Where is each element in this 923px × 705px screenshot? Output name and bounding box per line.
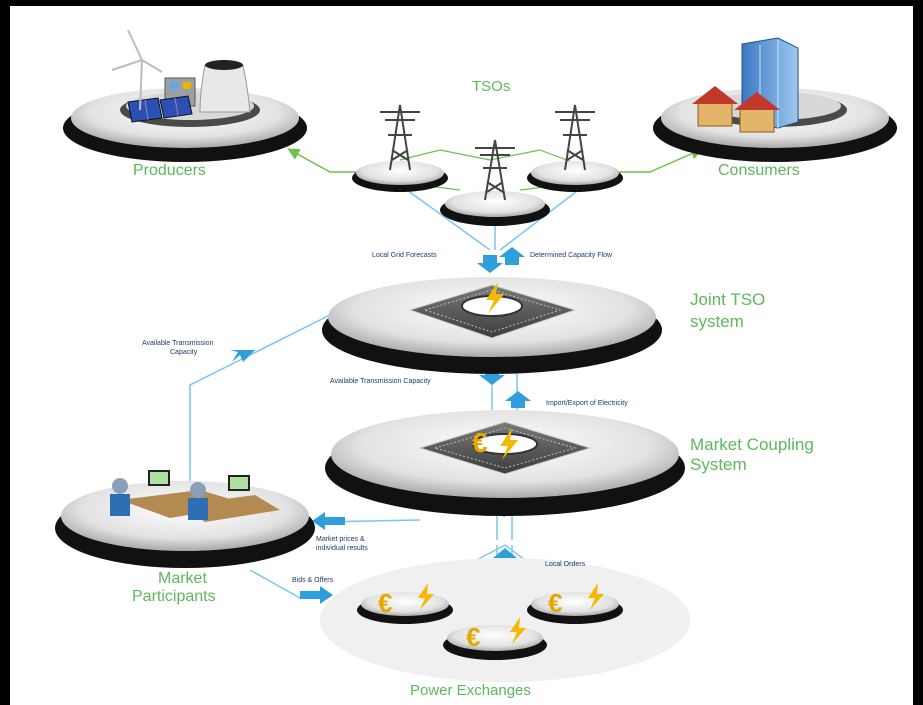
arrow-left-market-prices: [312, 512, 345, 530]
euro-icon: €: [466, 622, 480, 652]
producers-node: [63, 29, 307, 162]
market-coupling-label-line2: System: [690, 455, 747, 474]
tso-disc-left: [352, 161, 448, 192]
lightning-icon: [500, 428, 518, 460]
exchange-disc-right: €: [527, 583, 623, 624]
joint-tso-label-line1: Joint TSO: [690, 290, 765, 309]
euro-icon: €: [378, 588, 392, 618]
flow-label-local-grid-forecasts: Local Grid Forecasts: [372, 252, 437, 259]
arrow-down-local-grid: [477, 255, 503, 273]
joint-tso-label-line2: system: [690, 312, 744, 331]
arrow-right-bids: [300, 586, 333, 604]
exchange-disc-center: €: [443, 617, 547, 660]
exchange-disc-left: €: [357, 583, 453, 624]
arrow-down-left-capacity: [230, 350, 255, 362]
tsos-node: [352, 104, 623, 226]
producers-label: Producers: [133, 162, 206, 179]
arrow-up-capacity-flow: [499, 247, 525, 265]
tso-disc-right: [527, 161, 623, 192]
pylon-icon: [380, 104, 595, 201]
house-icon: [692, 86, 780, 133]
consumers-node: [653, 37, 897, 162]
flow-label-local-orders: Local Orders: [545, 561, 586, 568]
lightning-icon: [486, 282, 504, 314]
power-exchanges-node: € € €: [320, 558, 690, 682]
market-participants-label-line2: Participants: [132, 588, 216, 605]
flow-label-import-export: Import/Export of Electricity: [546, 400, 628, 407]
solar-panel-icon: [127, 95, 193, 123]
cooling-tower-icon: [199, 64, 251, 113]
market-participants-label-line1: Market: [158, 570, 207, 587]
market-participants-node: [55, 470, 315, 568]
market-coupling-node: €: [325, 410, 685, 516]
arrow-up-import-export: [505, 391, 531, 408]
flow-label-available-transmission-capacity: Available Transmission Capacity: [330, 378, 431, 385]
lightning-icon: [588, 583, 604, 610]
euro-icon: €: [472, 427, 488, 458]
flow-label-market-prices-1: Market prices &: [316, 536, 365, 543]
flow-label-determined-capacity-flow: Determined Capacity Flow: [530, 252, 613, 259]
flow-label-available-capacity-left-1: Available Transmission: [142, 340, 214, 347]
flow-label-market-prices-2: individual results: [316, 545, 368, 552]
joint-tso-node: [322, 277, 662, 374]
lightning-icon: [418, 583, 434, 610]
trader-workstation-icon: [110, 470, 280, 522]
euro-icon: €: [548, 588, 562, 618]
flow-label-bids-offers: Bids & Offers: [292, 577, 334, 584]
tsos-label: TSOs: [472, 78, 510, 95]
flow-label-available-capacity-left-2: Capacity: [170, 349, 198, 356]
power-exchanges-label: Power Exchanges: [410, 682, 531, 699]
consumers-label: Consumers: [718, 162, 800, 179]
market-coupling-label-line1: Market Coupling: [690, 435, 814, 454]
wind-turbine-icon: [111, 29, 163, 111]
lightning-icon: [510, 617, 526, 644]
tso-disc-center: [440, 191, 550, 226]
